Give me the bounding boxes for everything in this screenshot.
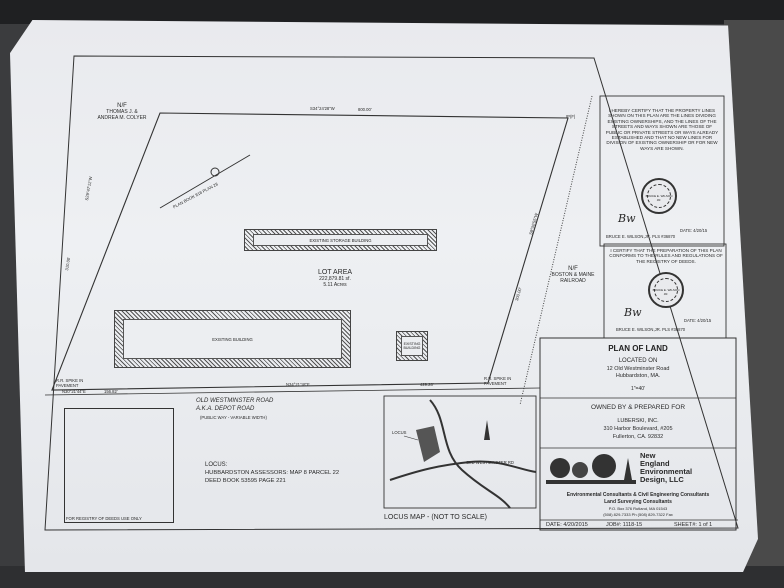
road-edge-line bbox=[44, 387, 541, 396]
signer-name-1: BRUCE E. WILSON,JR. PLS #36870 bbox=[606, 234, 676, 239]
railroad-track bbox=[519, 95, 593, 406]
firm-name-2: England bbox=[640, 459, 670, 468]
firm-contact-2: (508) 829-7333 Ph (508) 829-7322 Fax bbox=[603, 512, 673, 517]
locus-map-road-label: OLD WESTMINSTER RD bbox=[466, 460, 514, 465]
firm-name-4: Design, LLC bbox=[640, 475, 684, 484]
cert-date-1: DATE: 4/20/15 bbox=[680, 228, 708, 233]
top-bearing: S34°24'28"W bbox=[310, 106, 335, 111]
plan-address: 12 Old Westminster Road bbox=[606, 366, 670, 372]
road-note: (PUBLIC WAY - VARIABLE WIDTH) bbox=[200, 415, 267, 420]
neighbor-e-label: N/F BOSTON & MAINE RAILROAD bbox=[538, 266, 608, 284]
north-arrow-icon bbox=[484, 420, 490, 440]
locus-heading: LOCUS: bbox=[205, 462, 228, 468]
road-name-2: A.K.A. DEPOT ROAD bbox=[196, 406, 255, 412]
firm-name-3: Environmental bbox=[640, 467, 693, 476]
neighbor-nw-line1: THOMAS J. & bbox=[106, 109, 138, 115]
plan-book-ornament bbox=[210, 167, 220, 177]
signature-2-icon: Bw bbox=[624, 306, 642, 319]
surveyor-seal-2: BRUCE E. WILSON JR. bbox=[648, 272, 684, 308]
seal-2-text: BRUCE E. WILSON JR. bbox=[652, 288, 680, 296]
neighbor-e-line1: BOSTON & MAINE bbox=[551, 272, 595, 278]
existing-small-building: EXISTING BUILDING bbox=[396, 331, 428, 361]
cert-date-2: DATE: 4/20/15 bbox=[684, 318, 712, 323]
neighbor-e-line2: RAILROAD bbox=[560, 278, 586, 284]
job-number: JOB#: 1118-15 bbox=[606, 522, 643, 528]
locus-deed: DEED BOOK 53595 PAGE 221 bbox=[205, 478, 286, 484]
signer-name-2: BRUCE E. WILSON,JR. PLS #36870 bbox=[616, 327, 686, 332]
signature-1-icon: Bw bbox=[618, 212, 636, 225]
firm-name-1: New bbox=[640, 451, 656, 460]
registry-box-label: FOR REGISTRY OF DEEDS USE ONLY bbox=[66, 516, 142, 521]
neighbor-nw-label: N/F THOMAS J. & ANDREA M. COLYER bbox=[92, 103, 152, 121]
rr-spike-left: R.R. SPIKE IN PAVEMENT bbox=[56, 378, 84, 388]
pin-label: IP(F) bbox=[566, 114, 576, 119]
neighbor-nw-nf: N/F bbox=[117, 103, 127, 109]
registry-use-box bbox=[64, 408, 174, 523]
firm-logo-trees-icon bbox=[546, 454, 636, 484]
firm-services-2: Land Surveying Consultants bbox=[604, 499, 672, 505]
lot-area-block: LOT AREA 222,879.81 sf. 5.11 Acres bbox=[300, 269, 370, 288]
locus-map-road-a bbox=[429, 399, 511, 509]
rr-spike-right: R.R. SPIKE IN PAVEMENT bbox=[484, 376, 512, 386]
plan-scale: 1"=40' bbox=[631, 386, 645, 392]
locus-leader bbox=[403, 435, 419, 441]
certification-text-2: I CERTIFY THAT THE PREPARATION OF THIS P… bbox=[609, 248, 723, 264]
existing-storage-building: EXISTING STORAGE BUILDING bbox=[244, 229, 437, 251]
locus-map-caption: LOCUS MAP - (NOT TO SCALE) bbox=[384, 514, 487, 521]
existing-building: EXISTING BUILDING bbox=[114, 310, 351, 368]
neighbor-e-nf: N/F bbox=[568, 266, 578, 272]
road-name-1: OLD WESTMINSTER ROAD bbox=[196, 398, 274, 404]
lot-area-acres: 5.11 Acres bbox=[323, 282, 347, 288]
owner-address-1: 310 Harbor Boulevard, #205 bbox=[603, 426, 673, 432]
lot-area-sf: 222,879.81 sf. bbox=[319, 276, 351, 282]
bottom-distance-left: 156.82' bbox=[104, 389, 118, 394]
top-distance: 800.00' bbox=[358, 107, 372, 112]
sheet-number: SHEET#: 1 of 1 bbox=[674, 522, 713, 528]
existing-building-label: EXISTING BUILDING bbox=[212, 336, 253, 342]
located-on: LOCATED ON bbox=[618, 358, 658, 364]
property-boundary bbox=[51, 112, 569, 391]
firm-contact-1: P.O. Box 376 Rutland, MA 01543 bbox=[608, 506, 668, 511]
neighbor-nw-line2: ANDREA M. COLYER bbox=[97, 115, 147, 121]
plan-book-callout bbox=[159, 154, 251, 209]
desk-background-top bbox=[0, 0, 784, 24]
bottom-bearing-mid: N34°21'18"E bbox=[286, 382, 310, 387]
plan-date: DATE: 4/20/2015 bbox=[546, 522, 588, 528]
sheet-border bbox=[44, 55, 739, 531]
small-building-label: EXISTING BUILDING bbox=[403, 342, 421, 350]
cert-box-1 bbox=[599, 95, 725, 247]
firm-services-1: Environmental Consultants & Civil Engine… bbox=[566, 492, 710, 498]
owned-by-heading: OWNED BY & PREPARED FOR bbox=[590, 404, 686, 411]
owner-address-2: Fullerton, CA. 92832 bbox=[612, 434, 664, 440]
lot-area-title: LOT AREA bbox=[317, 269, 353, 276]
bottom-bearing-left: N30°21'44"E bbox=[62, 389, 86, 394]
locus-parcel-shape bbox=[416, 426, 440, 462]
locus-map-road-b bbox=[389, 460, 537, 481]
surveyor-seal-1: BRUCE E. WILSON JR. bbox=[641, 178, 677, 214]
locus-map-frame bbox=[383, 395, 537, 509]
locus-map-label: LOCUS bbox=[392, 430, 407, 435]
locus-assessors: HUBBARDSTON ASSESSORS: MAP 8 PARCEL 22 bbox=[205, 470, 340, 476]
plan-title: PLAN OF LAND bbox=[608, 344, 668, 353]
storage-building-label: EXISTING STORAGE BUILDING bbox=[309, 237, 372, 243]
bottom-distance-mid: 429.28' bbox=[420, 382, 434, 387]
firm-name: New England Environmental Design, LLC bbox=[640, 452, 692, 484]
seal-1-text: BRUCE E. WILSON JR. bbox=[645, 194, 673, 202]
owner-name: LUBERSKI, INC. bbox=[617, 418, 659, 424]
title-block-frame bbox=[539, 337, 737, 531]
certification-text-1: I HEREBY CERTIFY THAT THE PROPERTY LINES… bbox=[605, 108, 719, 151]
plan-town: Hubbardston, MA. bbox=[615, 373, 661, 379]
